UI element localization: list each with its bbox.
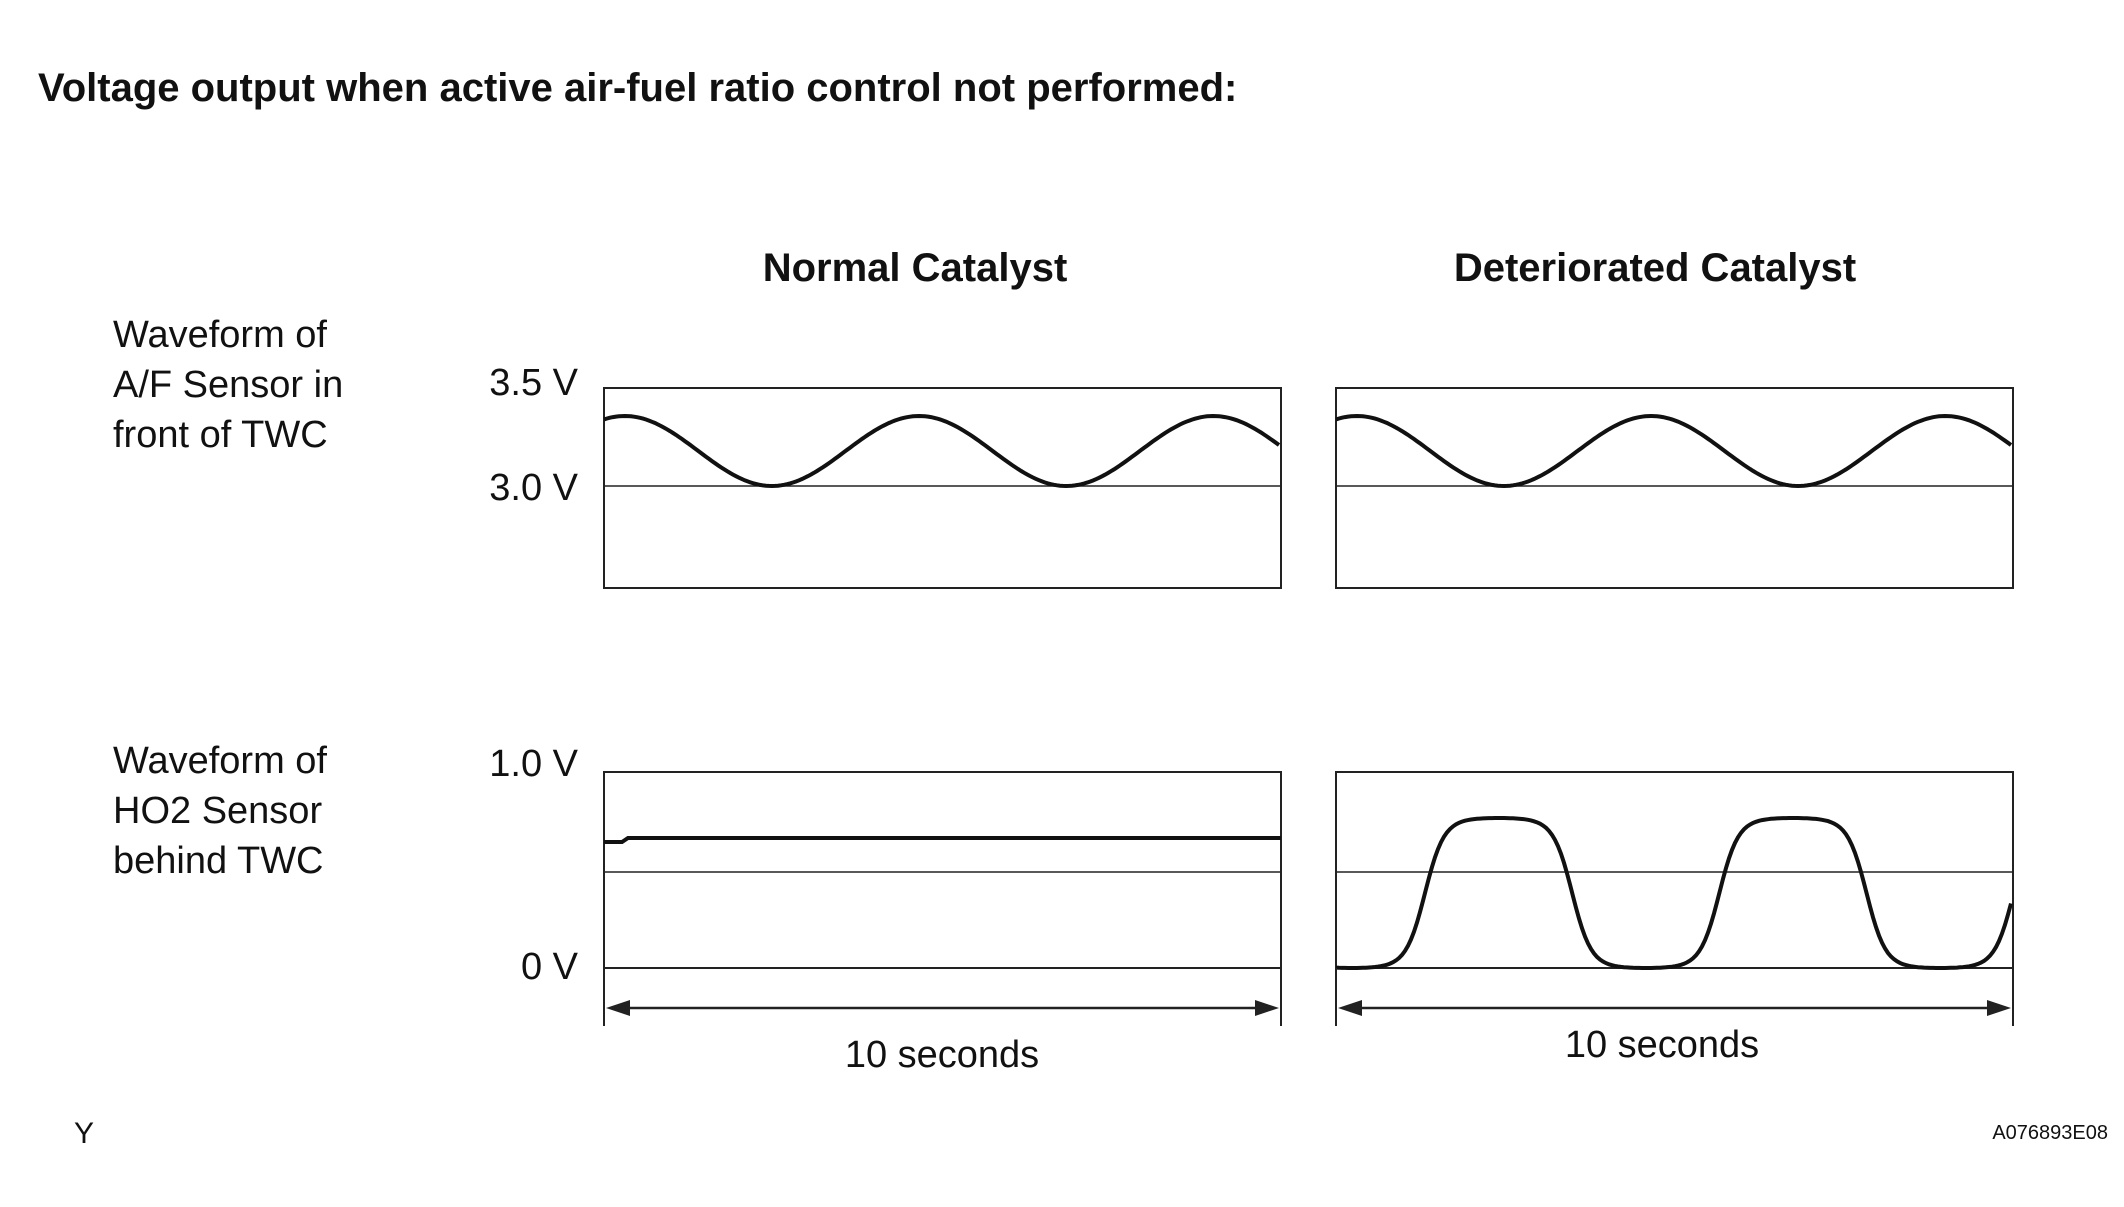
row-label-line: front of TWC bbox=[113, 414, 328, 456]
duration-arrow-normal bbox=[603, 968, 1282, 1026]
row-label-line: Waveform of bbox=[113, 314, 327, 356]
ho2-normal-frame bbox=[603, 771, 1282, 969]
row-label-line: Waveform of bbox=[113, 740, 327, 782]
duration-arrow-deteriorated bbox=[1335, 968, 2014, 1026]
duration-label-deteriorated: 10 seconds bbox=[1564, 1024, 1760, 1066]
diagram-title: Voltage output when active air-fuel rati… bbox=[38, 66, 1238, 110]
row-label-ho2-sensor: Waveform of HO2 Sensor behind TWC bbox=[113, 736, 327, 886]
column-heading-deteriorated: Deteriorated Catalyst bbox=[1453, 246, 1857, 290]
row-label-line: HO2 Sensor bbox=[113, 790, 323, 832]
af-deteriorated-waveform bbox=[1335, 413, 2013, 489]
row-label-line: A/F Sensor in bbox=[113, 364, 344, 406]
ho2-normal-waveform bbox=[604, 836, 1281, 844]
y-tick-3.5v: 3.5 V bbox=[489, 362, 578, 404]
ho2-deteriorated-frame bbox=[1335, 771, 2014, 969]
duration-label-normal: 10 seconds bbox=[844, 1034, 1040, 1076]
y-tick-0v: 0 V bbox=[520, 946, 578, 988]
ho2-deteriorated-waveform bbox=[1335, 816, 2013, 970]
row-label-af-sensor: Waveform of A/F Sensor in front of TWC bbox=[113, 310, 343, 460]
af-normal-waveform bbox=[603, 413, 1281, 489]
y-tick-1.0v: 1.0 V bbox=[489, 743, 578, 785]
row-label-line: behind TWC bbox=[113, 840, 324, 882]
footer-mark: Y bbox=[74, 1117, 95, 1150]
af-normal-frame bbox=[603, 387, 1282, 589]
af-deteriorated-frame bbox=[1335, 387, 2014, 589]
column-heading-normal: Normal Catalyst bbox=[762, 246, 1068, 290]
figure-id: A076893E08 bbox=[1992, 1122, 2108, 1144]
y-tick-3.0v: 3.0 V bbox=[489, 467, 578, 509]
